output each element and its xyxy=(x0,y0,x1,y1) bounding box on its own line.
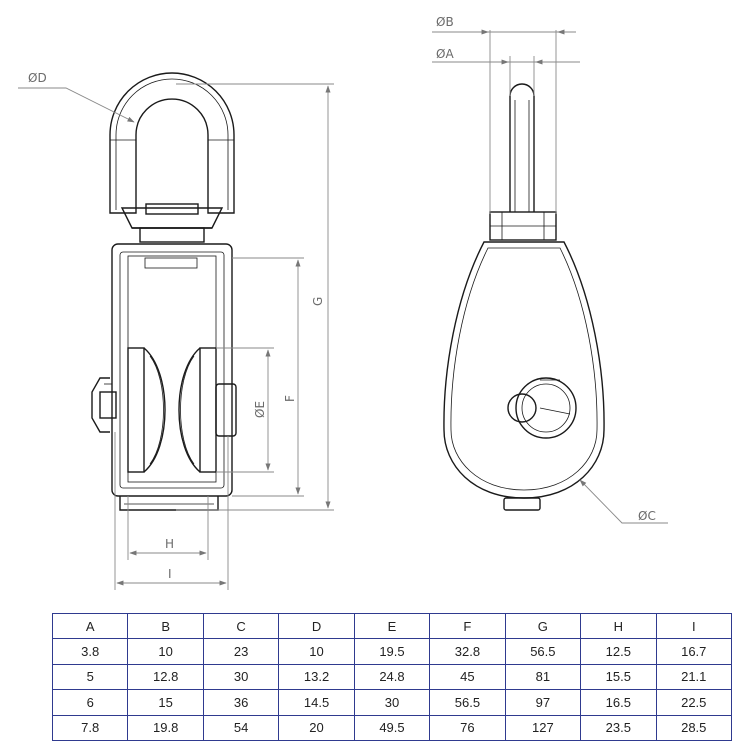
frame xyxy=(111,243,233,497)
table-cell: 56.5 xyxy=(504,638,582,665)
table-cell: 22.5 xyxy=(655,689,732,716)
label-dia-b: ØB xyxy=(436,15,454,29)
shackle xyxy=(109,72,235,214)
table-cell: 13.2 xyxy=(278,663,355,691)
front-view xyxy=(443,83,605,511)
table-cell: 20 xyxy=(278,714,355,742)
header-cell: H xyxy=(580,612,657,640)
label-dia-d: ØD xyxy=(28,71,47,85)
label-dia-a: ØA xyxy=(436,47,454,61)
axle-ring xyxy=(515,377,577,439)
header-cell: F xyxy=(429,612,506,640)
label-g: G xyxy=(311,297,325,306)
table-cell: 12.5 xyxy=(580,638,657,665)
table-row: 3.8 10 23 10 19.5 32.8 56.5 12.5 16.7 xyxy=(51,638,732,665)
table-row: 6 15 36 14.5 30 56.5 97 16.5 22.5 xyxy=(51,689,732,716)
header-cell: G xyxy=(504,612,582,640)
table-cell: 7.8 xyxy=(51,714,129,742)
table-cell: 3.8 xyxy=(51,638,129,665)
axle-knob xyxy=(507,393,537,423)
table-cell: 21.1 xyxy=(655,663,732,691)
header-cell: D xyxy=(278,612,355,640)
label-dia-e: ØE xyxy=(253,401,267,418)
table-cell: 76 xyxy=(429,714,506,742)
table-cell: 12.8 xyxy=(127,663,204,691)
table-cell: 16.5 xyxy=(580,689,657,716)
header-cell: I xyxy=(655,612,732,640)
table-cell: 6 xyxy=(51,689,129,716)
table-row: 5 12.8 30 13.2 24.8 45 81 15.5 21.1 xyxy=(51,663,732,691)
table-cell: 10 xyxy=(127,638,204,665)
table-cell: 32.8 xyxy=(429,638,506,665)
header-cell: B xyxy=(127,612,204,640)
table-cell: 54 xyxy=(202,714,280,742)
pulley-body-front xyxy=(443,241,605,499)
table-cell: 127 xyxy=(504,714,582,742)
front-dimensions xyxy=(432,29,668,524)
table-cell: 19.8 xyxy=(127,714,204,742)
header-cell: C xyxy=(202,612,280,640)
label-f: F xyxy=(283,395,297,402)
table-cell: 24.8 xyxy=(353,663,431,691)
table-cell: 36 xyxy=(202,689,280,716)
label-h: H xyxy=(165,537,174,551)
table-cell: 15.5 xyxy=(580,663,657,691)
axle-head xyxy=(215,383,237,437)
table-cell: 97 xyxy=(504,689,582,716)
table-cell: 30 xyxy=(353,689,431,716)
table-cell: 28.5 xyxy=(655,714,732,742)
table-cell: 10 xyxy=(278,638,355,665)
dimension-table: A B C D E F G H I 3.8 10 23 10 19.5 32.8… xyxy=(51,612,732,742)
shackle-pin-front xyxy=(509,83,535,212)
table-cell: 23.5 xyxy=(580,714,657,742)
table-cell: 23 xyxy=(202,638,280,665)
table-cell: 14.5 xyxy=(278,689,355,716)
table-row: 7.8 19.8 54 20 49.5 76 127 23.5 28.5 xyxy=(51,714,732,742)
sheave xyxy=(127,347,217,473)
swivel-nut xyxy=(120,207,224,229)
header-cell: A xyxy=(51,612,129,640)
table-cell: 16.7 xyxy=(655,638,732,665)
table-cell: 56.5 xyxy=(429,689,506,716)
table-cell: 19.5 xyxy=(353,638,431,665)
table-cell: 5 xyxy=(51,663,129,691)
table-cell: 81 xyxy=(504,663,582,691)
table-header-row: A B C D E F G H I xyxy=(51,612,732,640)
table-cell: 15 xyxy=(127,689,204,716)
side-view xyxy=(91,72,237,511)
header-cell: E xyxy=(353,612,431,640)
table-cell: 49.5 xyxy=(353,714,431,742)
label-dia-c: ØC xyxy=(638,509,656,523)
pulley-technical-drawing: ØD ØB ØA ØC G F ØE H I xyxy=(18,15,668,590)
table-cell: 45 xyxy=(429,663,506,691)
table-cell: 30 xyxy=(202,663,280,691)
locking-pin xyxy=(91,377,110,433)
side-dimensions xyxy=(18,83,334,590)
label-i: I xyxy=(168,567,172,581)
